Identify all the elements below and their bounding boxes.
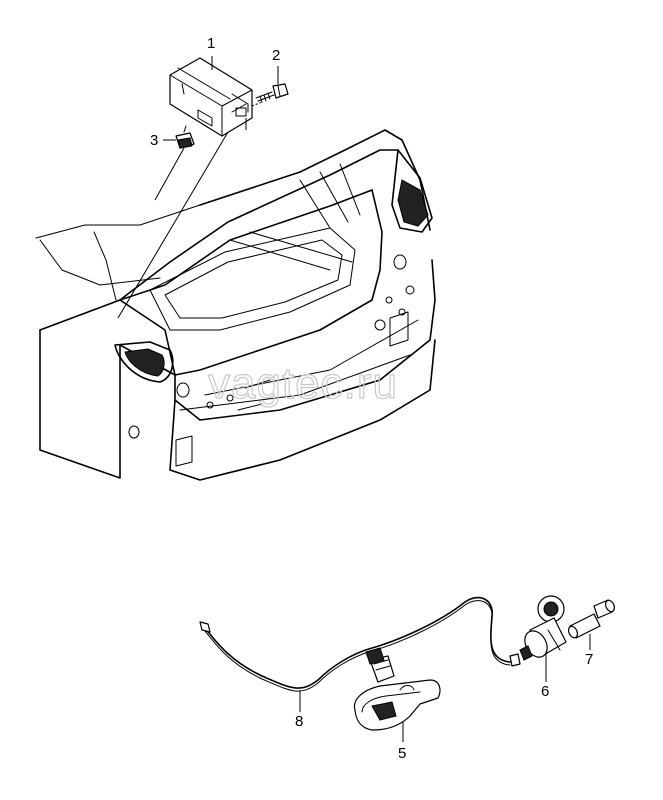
plug-part-7: [567, 599, 616, 639]
control-unit-locator-line: [117, 131, 229, 319]
callout-1: 1: [207, 35, 215, 52]
callout-7: 7: [585, 651, 593, 668]
callout-6: 6: [541, 683, 549, 700]
car-rear-body: [35, 129, 436, 481]
callout-numbers: 1 2 3 5 6 7 8: [150, 35, 593, 762]
callout-5: 5: [398, 745, 406, 762]
callout-2: 2: [272, 47, 280, 64]
clip-part-3: [175, 125, 195, 149]
sensor-part-6: [519, 595, 567, 661]
screw-part-2: [255, 83, 289, 103]
control-unit-locator-line-2: [154, 118, 247, 201]
control-unit-part-1: [169, 57, 253, 137]
callout-3: 3: [150, 132, 158, 149]
screw-dash-line: [251, 101, 263, 107]
wiring-harness-part-8: [199, 596, 521, 692]
watermark: vagtec.ru: [208, 359, 398, 408]
callout-leaders: [163, 56, 591, 742]
bracket-part-5: [353, 647, 441, 731]
callout-8: 8: [295, 713, 303, 730]
